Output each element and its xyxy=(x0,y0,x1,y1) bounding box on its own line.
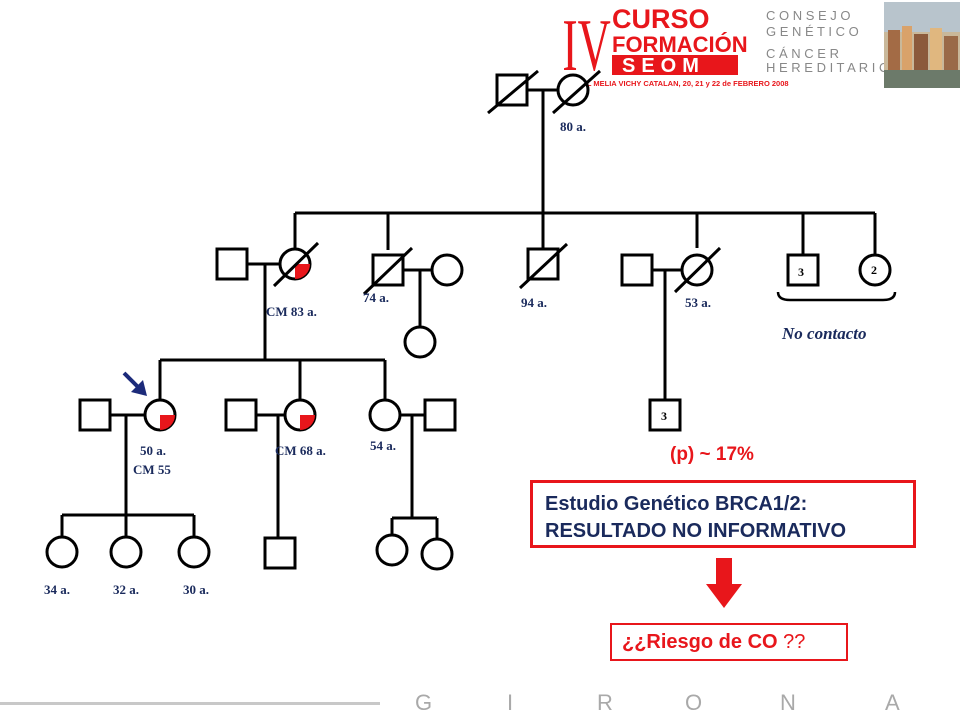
gen2-spouse-square-a xyxy=(215,247,249,281)
gen3-spouse-square-1 xyxy=(78,398,112,432)
logo-formacion: FORMACIÓN xyxy=(612,32,748,57)
gen2-cm83-deceased-line xyxy=(272,241,320,288)
logo-consejo-line-4: H E R E D I T A R I O xyxy=(766,60,889,75)
gen2-male-94-deceased-line xyxy=(518,242,569,290)
footer-letter-g: G xyxy=(415,690,432,715)
label-age74: 74 a. xyxy=(363,290,389,305)
gen4-daughter-30 xyxy=(177,535,211,569)
gen2-male-group-3 xyxy=(786,253,820,287)
gen4-daughter-a xyxy=(375,533,409,567)
gen2-female-53-deceased-line xyxy=(673,246,722,294)
risk-question-box: ¿¿Riesgo de CO ?? xyxy=(610,623,848,661)
genetic-study-result-box: Estudio Genético BRCA1/2: RESULTADO NO I… xyxy=(530,480,916,548)
logo-consejo-line-3: C Á N C E R xyxy=(766,46,839,61)
gen4-son-square xyxy=(263,536,297,570)
gen1-grandmother-deceased-line xyxy=(552,69,601,115)
header-logo: IV CURSO FORMACIÓN SEOM C O N S E J O G … xyxy=(562,2,960,88)
label-gen4-age-32: 32 a. xyxy=(113,582,139,597)
label-count-square-3: 3 xyxy=(798,265,804,279)
result-line-1: Estudio Genético BRCA1/2: xyxy=(545,493,808,515)
label-count-circle-2: 2 xyxy=(871,263,877,277)
label-age94: 94 a. xyxy=(521,295,547,310)
gen2-female-group-2 xyxy=(858,253,892,287)
gen2-spouse-square-d xyxy=(620,253,654,287)
logo-consejo-line-2: G E N É T I C O xyxy=(766,24,859,39)
city-photo xyxy=(884,2,960,88)
gen3-proband-affected-quadrant xyxy=(160,415,175,430)
no-contact-label: No contacto xyxy=(782,324,867,343)
logo-consejo-line-1: C O N S E J O xyxy=(766,8,851,23)
logo-seom: SEOM xyxy=(622,55,705,77)
footer-bar: G I R O N A xyxy=(0,690,900,715)
footer-letter-a: A xyxy=(885,690,900,715)
result-line-2: RESULTADO NO INFORMATIVO xyxy=(545,520,847,542)
label-proband-cm: CM 55 xyxy=(133,462,171,477)
footer-letter-n: N xyxy=(780,690,796,715)
logo-venue: HOTEL MELIA VICHY CATALAN, 20, 21 y 22 d… xyxy=(566,79,789,88)
gen3-cm68-affected-quadrant xyxy=(300,415,315,430)
risk-question-main: ¿¿Riesgo de CO xyxy=(622,631,778,653)
label-gen4-age-34: 34 a. xyxy=(44,582,70,597)
label-gen1-age: 80 a. xyxy=(560,119,586,134)
gen1-grandfather-deceased-line xyxy=(487,69,539,115)
gen4-daughter-32 xyxy=(109,535,143,569)
gen2-cm83-affected-quadrant xyxy=(295,264,310,279)
gen3-spouse-square-2 xyxy=(224,398,258,432)
footer-letter-r: R xyxy=(597,690,613,715)
label-count-gen3-3: 3 xyxy=(661,409,667,423)
label-cm68: CM 68 a. xyxy=(275,443,326,458)
logo-seom-band xyxy=(612,55,738,75)
gen4-daughter-b xyxy=(420,537,454,571)
down-arrow-icon xyxy=(706,558,742,608)
risk-question-tail: ?? xyxy=(777,631,806,653)
label-age53: 53 a. xyxy=(685,295,711,310)
footer-letter-i: I xyxy=(507,690,513,715)
gen4-daughter-34 xyxy=(45,535,79,569)
gen3-child-circle-b xyxy=(403,325,437,359)
proband-arrow-icon xyxy=(122,371,147,396)
gen1-grandmother-circle xyxy=(556,73,590,107)
gen3-group-square-3 xyxy=(648,398,682,432)
no-contact-bracket xyxy=(776,291,897,302)
gen2-male-74-deceased-line xyxy=(362,246,414,296)
footer-letter-o: O xyxy=(685,690,702,715)
label-proband-age: 50 a. xyxy=(140,443,166,458)
label-age54: 54 a. xyxy=(370,438,396,453)
logo-roman-numeral: IV xyxy=(562,5,610,87)
logo-curso: CURSO xyxy=(612,4,710,34)
label-gen4-age-30: 30 a. xyxy=(183,582,209,597)
gen3-spouse-square-3 xyxy=(423,398,457,432)
gen2-spouse-circle-b xyxy=(430,253,464,287)
probability-label: (p) ~ 17% xyxy=(670,444,754,465)
gen3-female-54 xyxy=(368,398,402,432)
label-cm83: CM 83 a. xyxy=(266,304,317,319)
